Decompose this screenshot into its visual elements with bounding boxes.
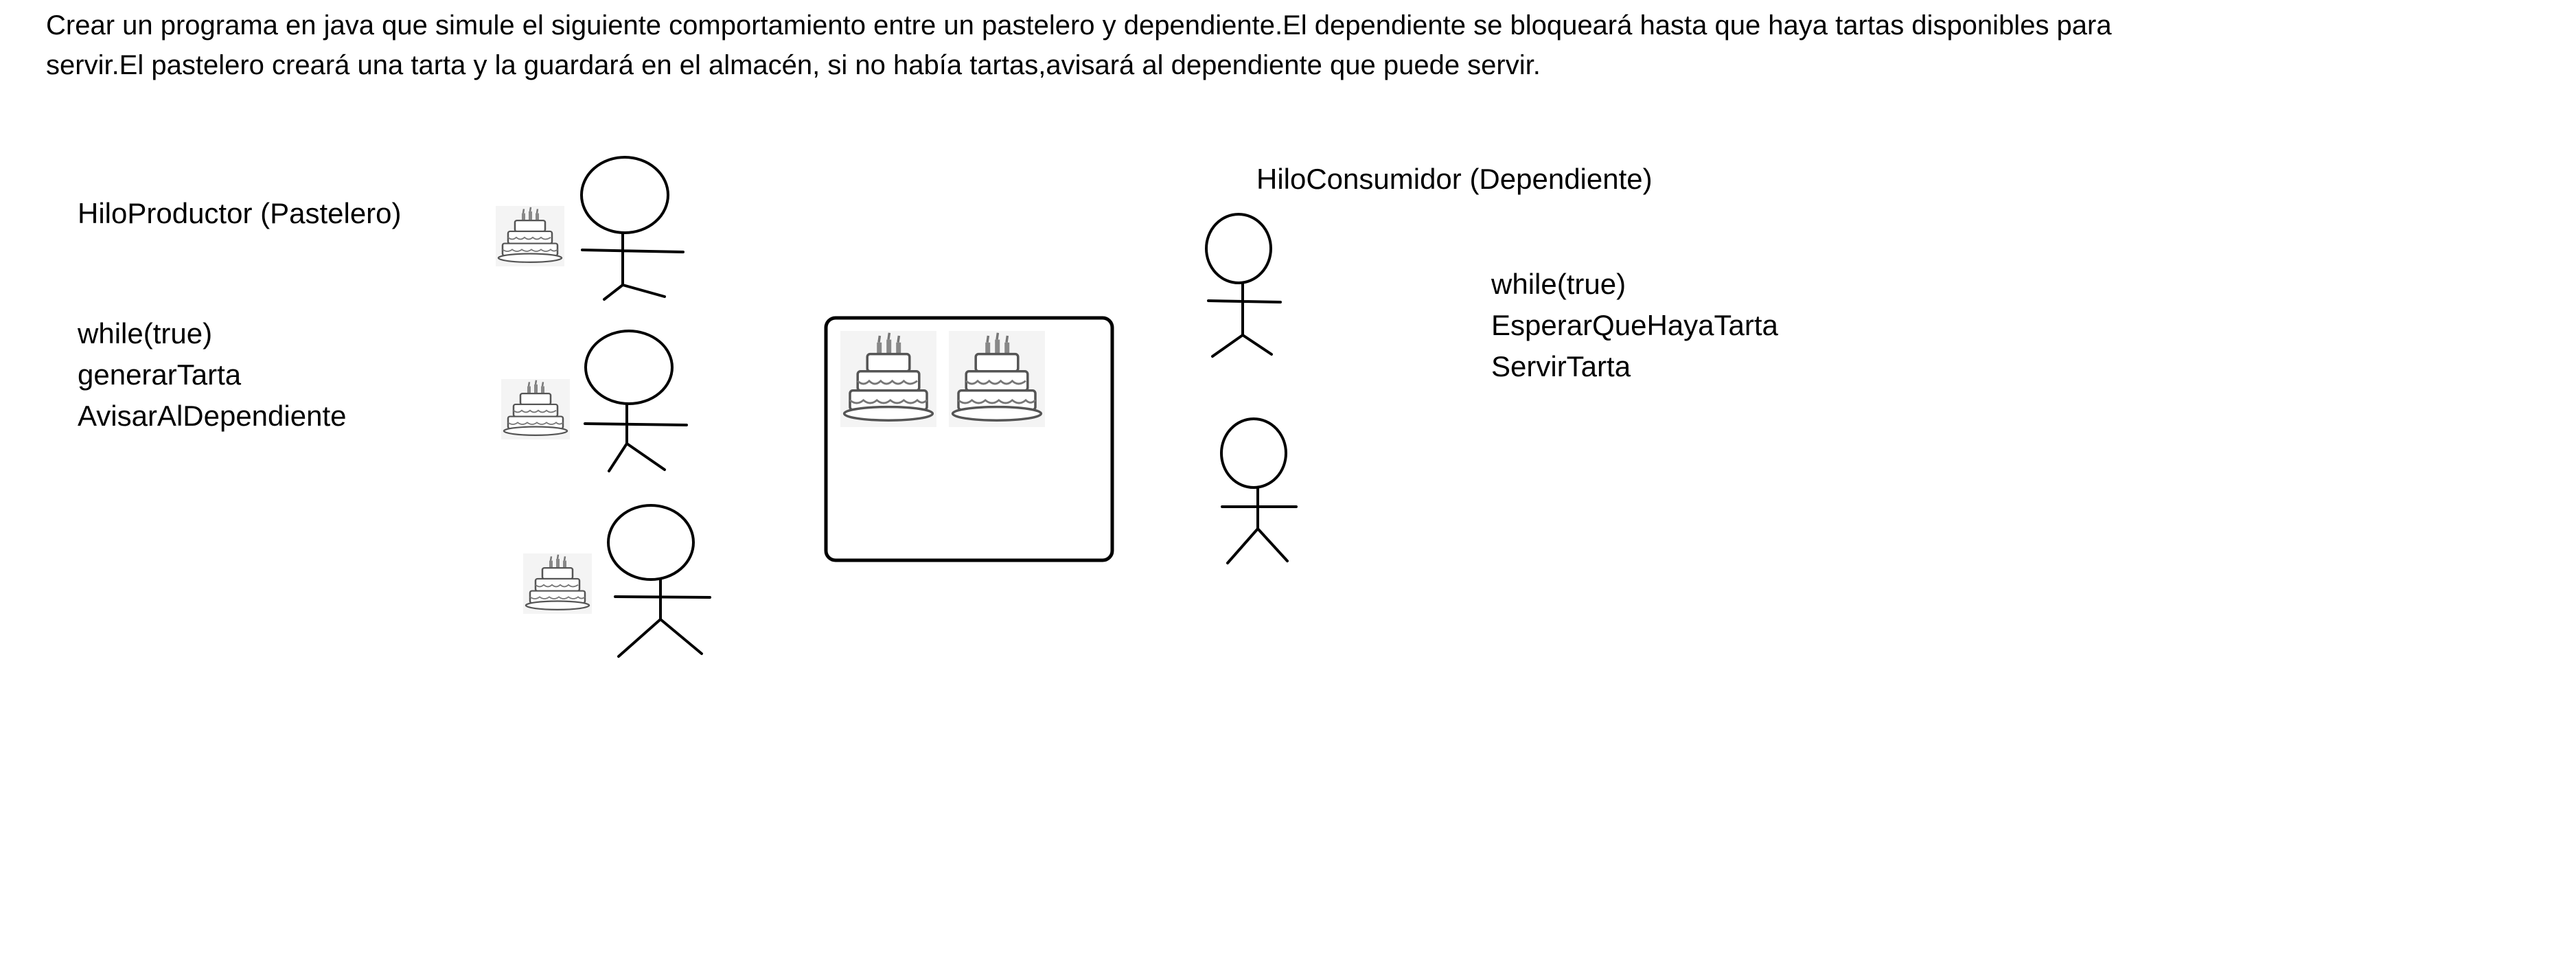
birthday-cake-icon [522, 552, 593, 615]
problem-statement-line-1: Crear un programa en java que simule el … [46, 10, 2112, 41]
consumer-code-line-1: while(true) [1491, 268, 1626, 300]
storage-box [824, 316, 1114, 562]
consumer-figure-2 [1220, 417, 1298, 564]
producer-title: HiloProductor (Pastelero) [78, 197, 402, 229]
problem-statement: Crear un programa en java que simule el … [46, 5, 2449, 85]
producer-code-line-1: while(true) [78, 317, 213, 349]
birthday-cake-icon [500, 378, 571, 441]
consumer-code-line-2: EsperarQueHayaTarta [1491, 309, 1778, 341]
consumer-figure-1 [1205, 213, 1282, 358]
producer-figure-3 [607, 504, 711, 658]
birthday-cake-icon [947, 330, 1046, 428]
producer-code-line-3: AvisarAlDependiente [78, 400, 347, 432]
problem-statement-line-2: servir.El pastelero creará una tarta y l… [46, 50, 1541, 80]
birthday-cake-icon [494, 205, 566, 268]
consumer-code: while(true) EsperarQueHayaTarta ServirTa… [1491, 264, 1778, 387]
producer-figure-1 [580, 156, 685, 301]
birthday-cake-icon [839, 330, 938, 428]
producer-figure-2 [584, 330, 688, 472]
producer-code: while(true) generarTarta AvisarAlDependi… [78, 313, 346, 437]
consumer-code-line-3: ServirTarta [1491, 350, 1631, 382]
consumer-title: HiloConsumidor (Dependiente) [1256, 163, 1653, 195]
producer-code-line-2: generarTarta [78, 358, 242, 391]
